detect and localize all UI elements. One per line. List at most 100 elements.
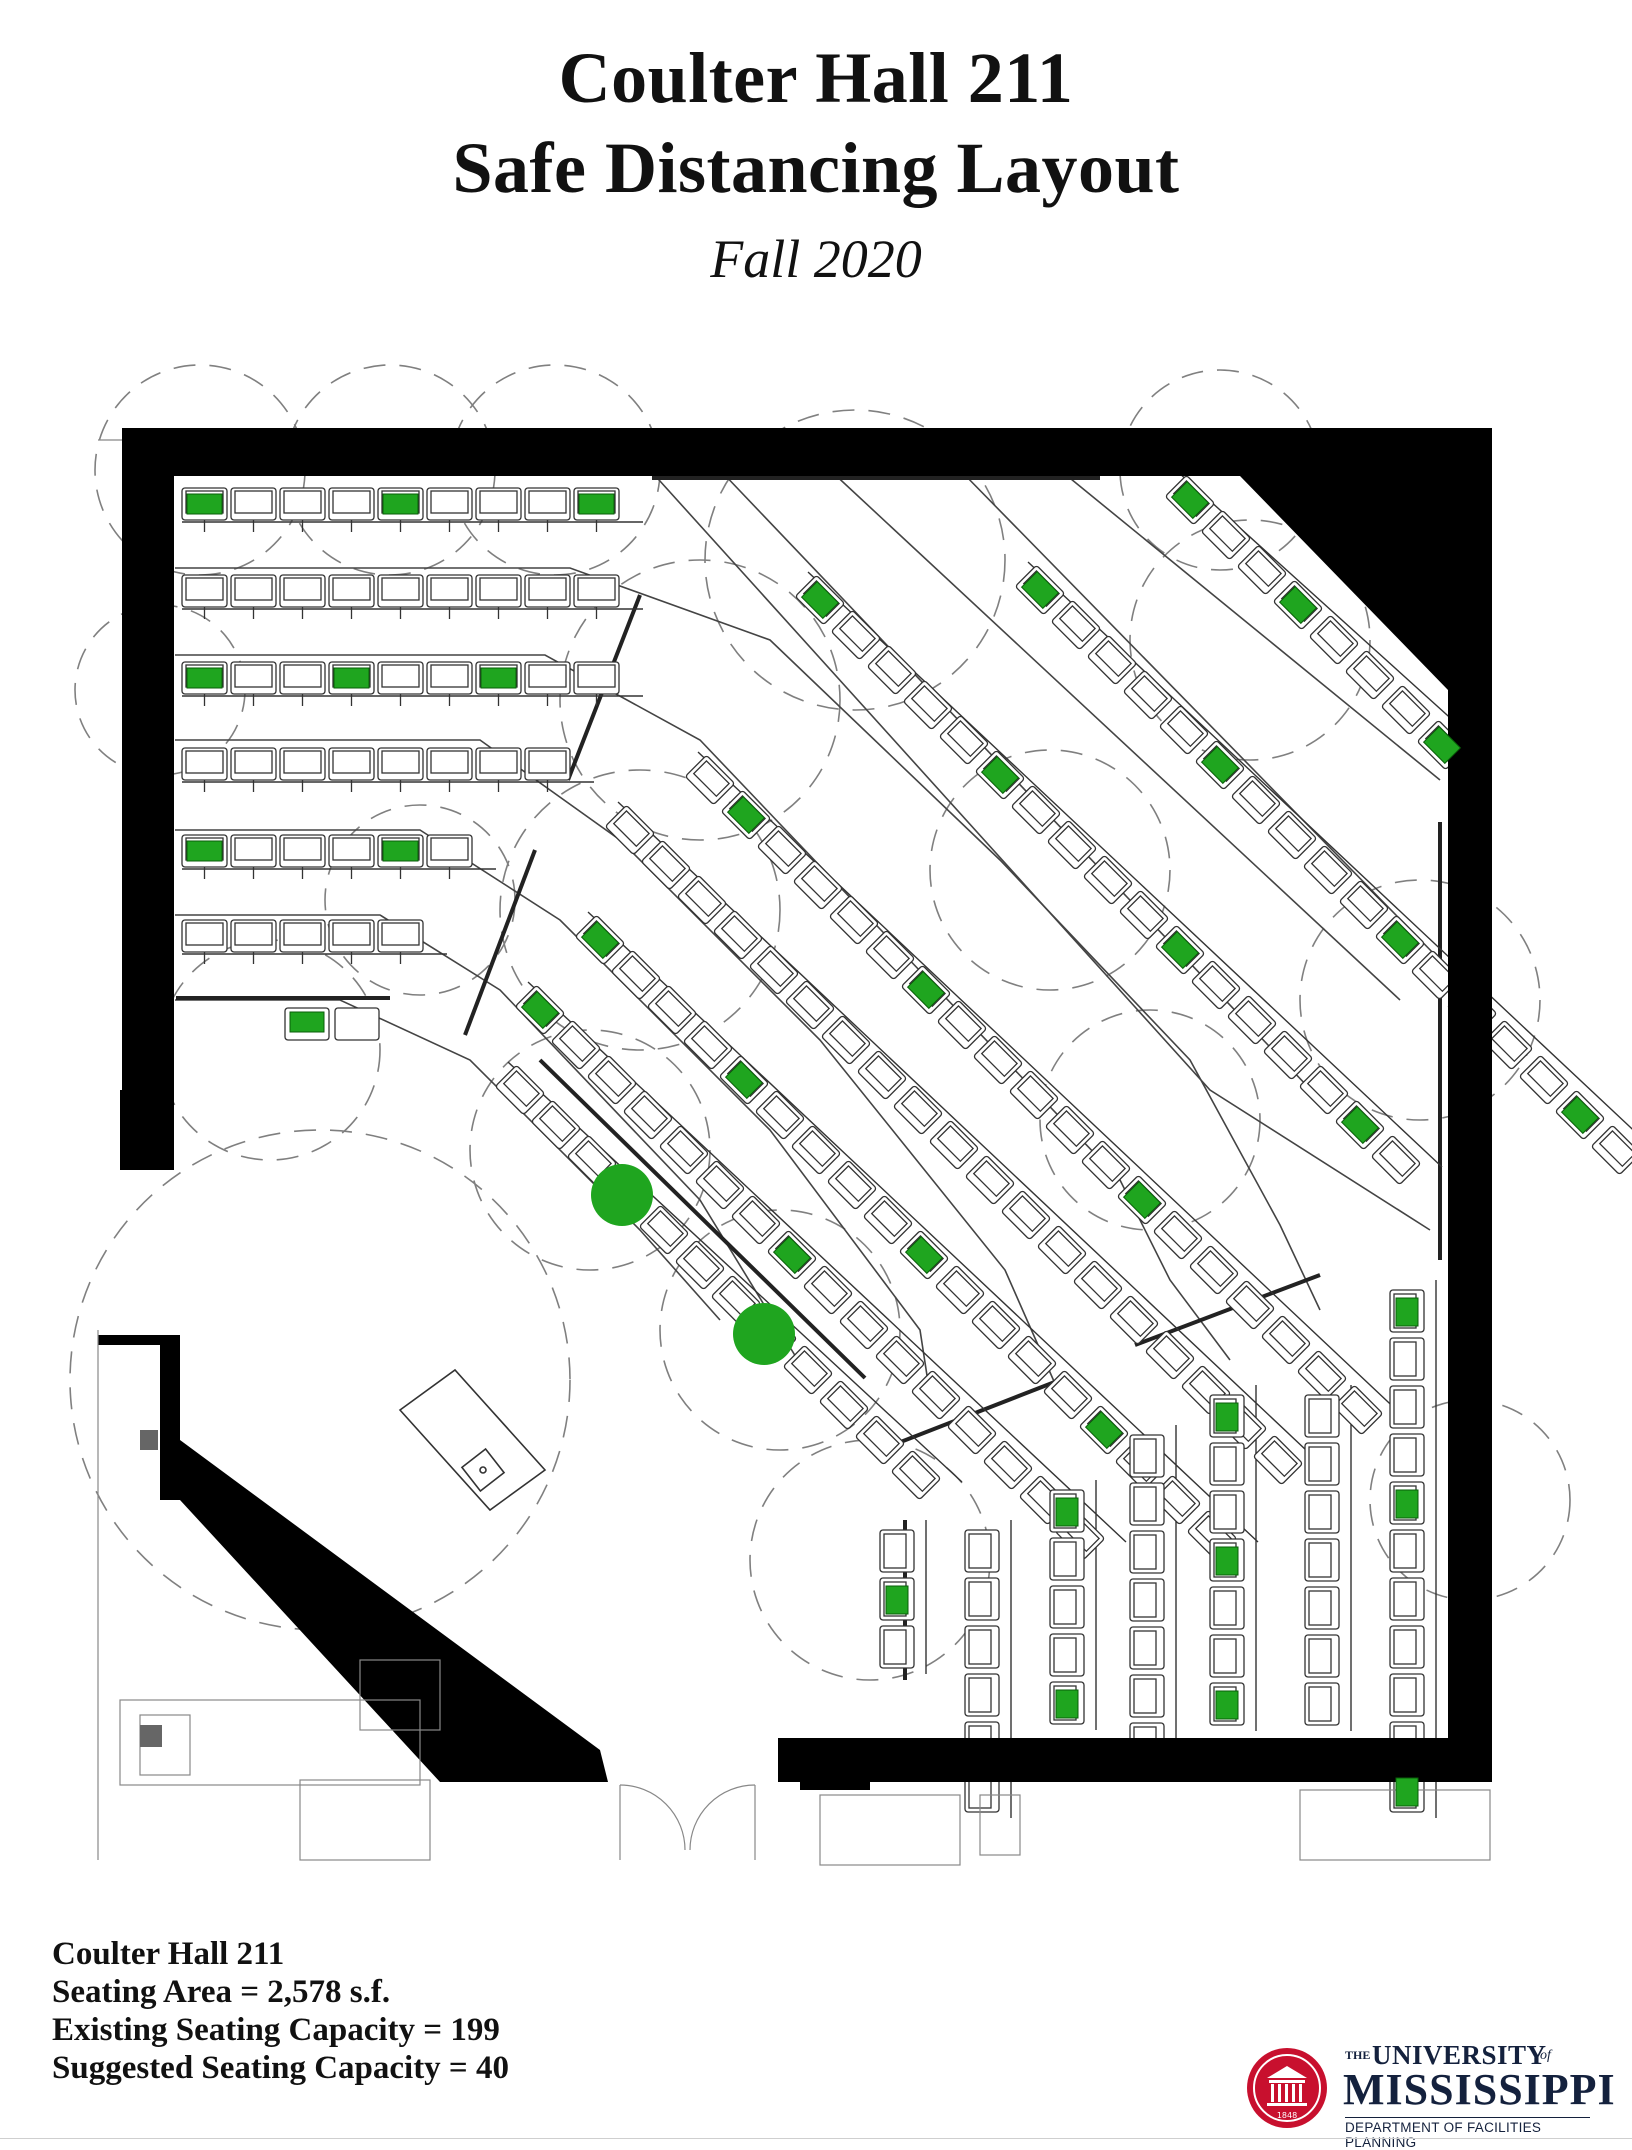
seat <box>1519 1055 1569 1105</box>
suggested-seat <box>1122 1180 1162 1220</box>
seat <box>713 910 763 960</box>
seat <box>181 747 228 792</box>
seat <box>1389 1577 1425 1621</box>
lectern <box>398 1368 547 1512</box>
title-line-2: Safe Distancing Layout <box>452 128 1180 208</box>
seating-area: Seating Area = 2,578 s.f. <box>52 1974 391 2010</box>
seat <box>1253 1435 1303 1485</box>
suggested-seat <box>1340 1105 1380 1145</box>
accessible-seating <box>591 1164 795 1365</box>
seat <box>791 1125 841 1175</box>
suggested-seat <box>1395 1777 1419 1807</box>
suggested-seat <box>382 840 419 862</box>
seat <box>1049 1537 1085 1581</box>
seat <box>783 1345 833 1395</box>
seat <box>755 1090 805 1140</box>
seat <box>659 1125 709 1175</box>
seat <box>639 1205 689 1255</box>
seat <box>524 661 571 706</box>
seat <box>230 574 277 619</box>
suggested-seat <box>1170 480 1210 520</box>
seat <box>475 487 522 532</box>
suggested-seat <box>580 920 620 960</box>
seat <box>1007 1335 1057 1385</box>
seat <box>935 1265 985 1315</box>
seat <box>1001 1190 1051 1240</box>
seat <box>1011 785 1061 835</box>
seat <box>1129 1530 1165 1574</box>
seat <box>1483 1020 1533 1070</box>
seat <box>965 1155 1015 1205</box>
suggested-seat <box>1200 745 1240 785</box>
seat <box>524 574 571 619</box>
seat <box>181 919 228 964</box>
seat <box>531 1100 581 1150</box>
floor-plan <box>69 364 1632 1866</box>
seat <box>611 950 661 1000</box>
seat <box>891 1450 941 1500</box>
suggested-seat <box>980 755 1020 795</box>
seat <box>1153 1210 1203 1260</box>
seat <box>1225 1280 1275 1330</box>
seat <box>1389 1385 1425 1429</box>
seat <box>973 1035 1023 1085</box>
seat <box>1389 1433 1425 1477</box>
seat <box>875 1335 925 1385</box>
suggested-seat <box>772 1235 812 1275</box>
suggested-seat <box>800 580 840 620</box>
seat <box>1037 1225 1087 1275</box>
seat <box>731 1195 781 1245</box>
suggested-seat <box>726 795 766 835</box>
seat <box>1049 1633 1085 1677</box>
seat <box>279 487 326 532</box>
suggested-seat <box>904 1235 944 1275</box>
seat <box>1045 1105 1095 1155</box>
seat <box>279 574 326 619</box>
seat <box>695 1160 745 1210</box>
title-line-1: Coulter Hall 211 <box>558 38 1074 118</box>
suggested-seat <box>724 1060 764 1100</box>
seat <box>1081 1140 1131 1190</box>
seat <box>1389 1529 1425 1573</box>
seat <box>675 1240 725 1290</box>
suggested-seat <box>885 1585 909 1615</box>
suggested-seat <box>1215 1690 1239 1720</box>
seat <box>230 747 277 792</box>
seat <box>426 487 473 532</box>
seat <box>1119 890 1169 940</box>
desk-row <box>507 1061 963 1483</box>
suggested-seat <box>1055 1497 1079 1527</box>
suggested-seat <box>1055 1689 1079 1719</box>
suggested-seat <box>1395 1489 1419 1519</box>
suggested-seat <box>906 970 946 1010</box>
accessible-seat <box>733 1303 795 1365</box>
seat <box>685 755 735 805</box>
seat <box>377 574 424 619</box>
seat <box>1087 635 1137 685</box>
seat <box>1267 810 1317 860</box>
seat <box>328 747 375 792</box>
seat <box>1129 1434 1165 1478</box>
seat <box>334 1007 380 1041</box>
seat <box>964 1673 1000 1717</box>
seat <box>1189 1245 1239 1295</box>
seat <box>1209 1490 1245 1534</box>
seat <box>827 1160 877 1210</box>
seat <box>1309 615 1359 665</box>
seat <box>524 487 571 532</box>
seat <box>1297 1350 1347 1400</box>
seat <box>328 919 375 964</box>
suggested-seat <box>382 493 419 515</box>
seat <box>857 1050 907 1100</box>
seat <box>1209 1634 1245 1678</box>
seat <box>964 1577 1000 1621</box>
seat <box>1389 1673 1425 1717</box>
seat <box>1073 1260 1123 1310</box>
seat <box>1304 1394 1340 1438</box>
seat <box>1389 1337 1425 1381</box>
seat <box>426 574 473 619</box>
seat <box>1339 880 1389 930</box>
rail-lines <box>176 476 1442 1680</box>
seat <box>911 1370 961 1420</box>
suggested-seat <box>1160 930 1200 970</box>
